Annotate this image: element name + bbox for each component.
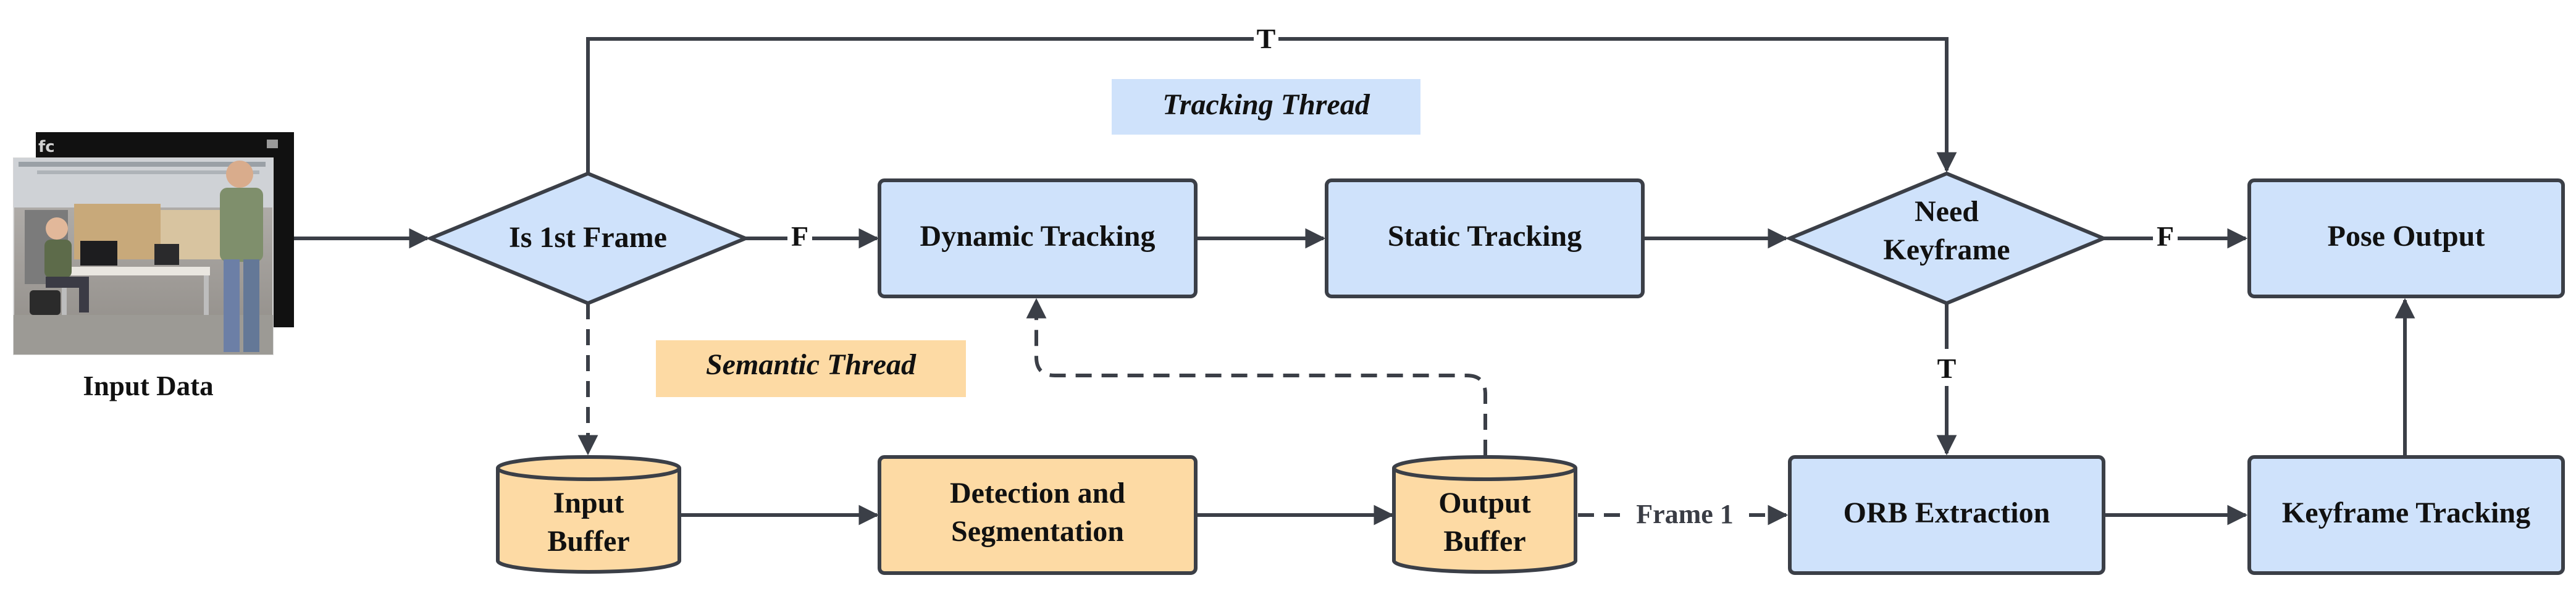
input-buffer-label-line1: Input [553,487,624,519]
is-first-frame-diamond [426,171,750,306]
output-buffer-cylinder [1392,455,1577,574]
semantic-thread-label-bg [656,340,966,397]
pose-output-label: Pose Output [2328,220,2485,253]
edge-label-keyframe-false: F [2157,220,2174,252]
output-buffer-label-line2: Buffer [1443,525,1525,558]
static-tracking-label: Static Tracking [1388,220,1582,253]
tracking-thread-label: Tracking Thread [1162,88,1370,121]
orb-extraction-label: ORB Extraction [1844,497,2050,529]
detection-label-line2: Segmentation [951,515,1124,548]
output-buffer-label-line1: Output [1438,487,1530,519]
detection-segmentation-box [878,455,1198,575]
dynamic-tracking-box [878,178,1198,298]
keyframe-false-label-bg [2153,221,2178,256]
semantic-thread-label: Semantic Thread [706,348,917,381]
photo-icon: fc [13,138,278,355]
input-image: fc [13,132,294,355]
detection-label-line1: Detection and [950,477,1125,509]
edge-label-top-true: T [1257,23,1276,54]
edge-output-buffer-to-dynamic [1026,298,1487,456]
input-data-caption: Input Data [83,371,213,401]
orb-extraction-box [1788,455,2105,575]
need-keyframe-label-line2: Keyframe [1883,233,2010,266]
tracking-thread-label-bg [1112,79,1420,135]
edge-label-frame1: Frame 1 [1636,499,1734,529]
top-true-label-bg [1254,21,1278,56]
keyframe-tracking-label: Keyframe Tracking [2282,497,2530,529]
first-false-label-bg [787,221,812,256]
svg-text:fc: fc [38,138,55,156]
static-tracking-box [1325,178,1645,298]
dynamic-tracking-label: Dynamic Tracking [920,220,1156,253]
pose-output-box [2247,178,2565,298]
input-buffer-cylinder [496,455,681,574]
edge-label-first-false: F [791,220,808,252]
is-first-frame-label: Is 1st Frame [509,221,667,254]
keyframe-true-label-bg [1933,349,1960,386]
input-buffer-label-line2: Buffer [547,525,629,558]
edge-label-keyframe-true: T [1937,353,1957,384]
keyframe-tracking-box [2247,455,2565,575]
need-keyframe-label-line1: Need [1915,195,1979,228]
need-keyframe-diamond [1785,171,2108,306]
